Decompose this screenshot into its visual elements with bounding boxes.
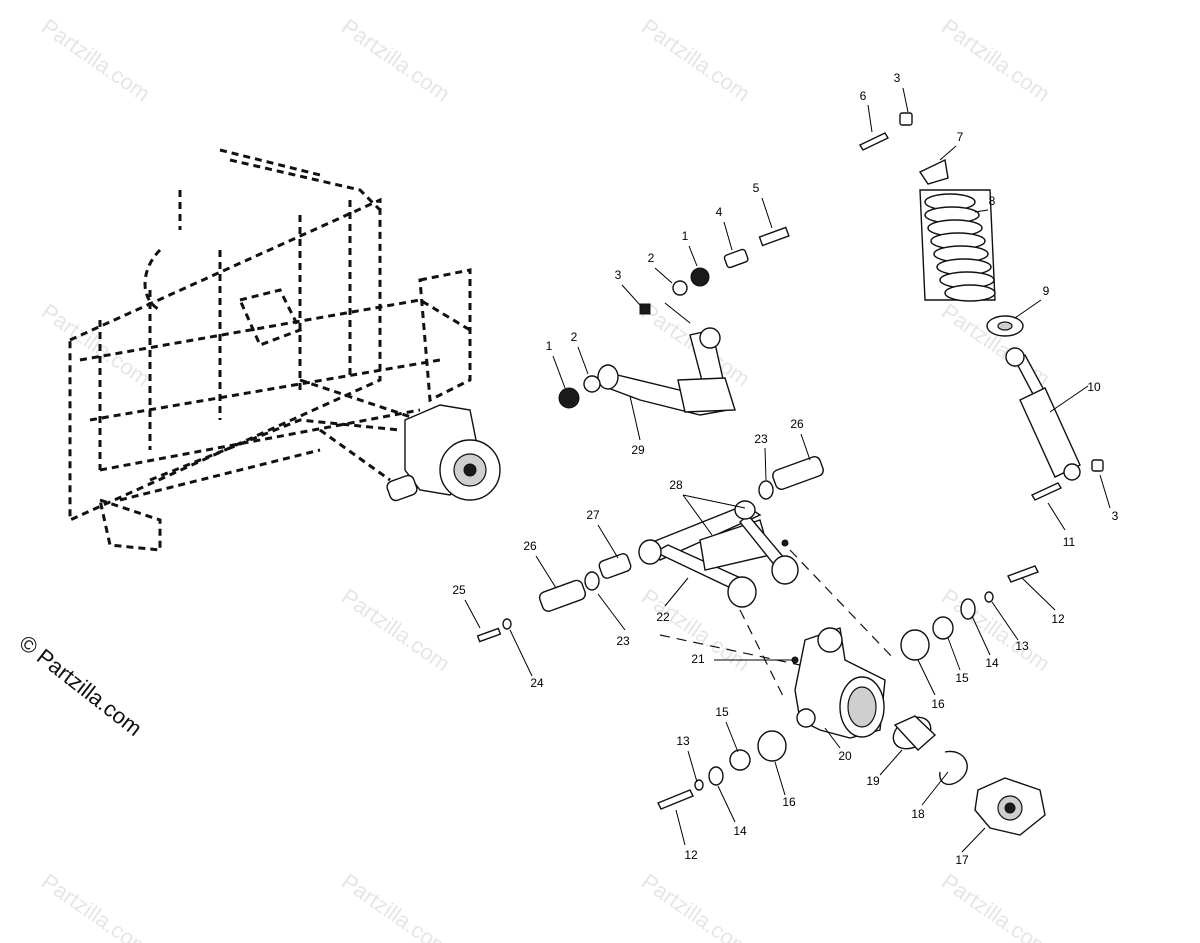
callout-21: 21	[691, 652, 705, 666]
watermark: Partzilla.com	[337, 14, 454, 107]
callout-14: 14	[733, 824, 747, 838]
callout-25: 25	[452, 583, 466, 597]
callout-12: 12	[1051, 612, 1065, 626]
callout-3: 3	[1112, 509, 1119, 523]
callout-15: 15	[955, 671, 969, 685]
lower-a-arm	[638, 500, 799, 608]
watermarks: Partzilla.com Partzilla.com Partzilla.co…	[37, 14, 1054, 943]
callout-12: 12	[684, 848, 698, 862]
callout-7: 7	[957, 130, 964, 144]
callout-18: 18	[911, 807, 925, 821]
upper-a-arm	[597, 302, 736, 416]
callout-13: 13	[1015, 639, 1029, 653]
small-parts	[476, 226, 1039, 810]
callout-3: 3	[615, 268, 622, 282]
callout-27: 27	[586, 508, 600, 522]
watermark: Partzilla.com	[337, 869, 454, 943]
watermark: Partzilla.com	[37, 299, 154, 392]
dashed-frame-reference	[68, 148, 501, 552]
watermark: Partzilla.com	[37, 869, 154, 943]
callout-16: 16	[931, 697, 945, 711]
callout-4: 4	[716, 205, 723, 219]
watermark: Partzilla.com	[937, 869, 1054, 943]
callout-9: 9	[1043, 284, 1050, 298]
callout-1: 1	[682, 229, 689, 243]
leader-lines	[464, 87, 1111, 853]
callout-8: 8	[989, 194, 996, 208]
callout-22: 22	[656, 610, 670, 624]
callout-2: 2	[648, 251, 655, 265]
callout-6: 6	[860, 89, 867, 103]
callout-2: 2	[571, 330, 578, 344]
watermark: Partzilla.com	[637, 14, 754, 107]
callout-26: 26	[790, 417, 804, 431]
callout-13: 13	[676, 734, 690, 748]
callout-15: 15	[715, 705, 729, 719]
watermark: Partzilla.com	[937, 14, 1054, 107]
watermark: Partzilla.com	[337, 584, 454, 677]
callout-20: 20	[838, 749, 852, 763]
callout-17: 17	[955, 853, 969, 867]
callout-14: 14	[985, 656, 999, 670]
watermark: Partzilla.com	[37, 14, 154, 107]
callout-16: 16	[782, 795, 796, 809]
callout-28: 28	[669, 478, 683, 492]
callout-23: 23	[754, 432, 768, 446]
shock-absorber	[859, 112, 1104, 501]
snap-ring	[939, 750, 968, 786]
callout-26: 26	[523, 539, 537, 553]
callout-23: 23	[616, 634, 630, 648]
callout-labels: 3678541239121023262928327112625122322131…	[452, 71, 1118, 867]
callout-11: 11	[1063, 535, 1076, 549]
callout-24: 24	[530, 676, 544, 690]
callout-19: 19	[866, 774, 880, 788]
callout-29: 29	[631, 443, 645, 457]
callout-1: 1	[546, 339, 553, 353]
callout-10: 10	[1087, 380, 1101, 394]
watermark: Partzilla.com	[637, 869, 754, 943]
coil-spring	[924, 193, 996, 302]
callout-3: 3	[894, 71, 901, 85]
knuckle-assembly	[659, 549, 937, 751]
wheel-hub	[974, 777, 1046, 836]
callout-5: 5	[753, 181, 760, 195]
